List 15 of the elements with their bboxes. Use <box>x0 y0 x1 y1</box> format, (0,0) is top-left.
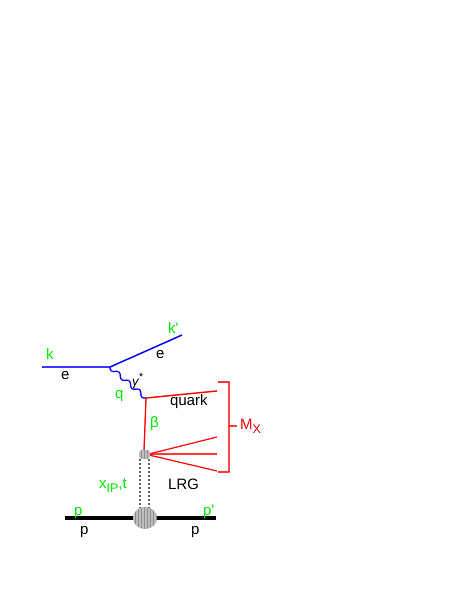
momentum-label: p' <box>203 502 214 519</box>
particle-label: γ$^{*}$ <box>132 370 143 390</box>
variable-label: β <box>150 414 159 431</box>
particle-label: e <box>61 366 70 383</box>
mass-label: M$_{X}$ <box>240 416 261 438</box>
particle-label: p <box>191 521 200 538</box>
particle-label: p <box>80 521 88 538</box>
particle-label: e <box>156 345 164 362</box>
momentum-label: k <box>46 346 54 363</box>
momentum-label: q <box>115 385 124 402</box>
momentum-label: k' <box>168 320 178 337</box>
momentum-label: p <box>74 502 82 519</box>
particle-label: quark <box>170 392 208 409</box>
gap-label: LRG <box>168 476 199 493</box>
variable-label: x$_{IP}$,t <box>99 475 127 497</box>
